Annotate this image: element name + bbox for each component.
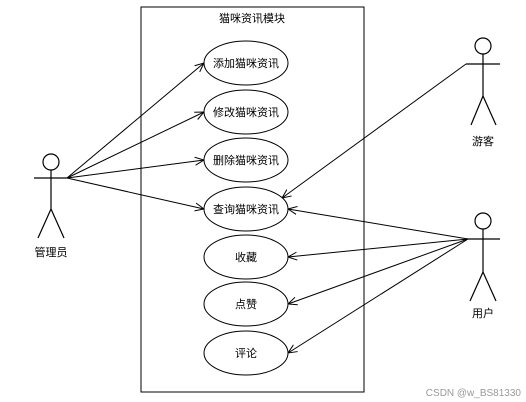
association-user-fav (288, 238, 469, 257)
actor-head (474, 212, 492, 230)
use-case-comment[interactable]: 评论 (203, 330, 289, 376)
use-case-label: 评论 (235, 346, 257, 360)
association-guest-query (282, 63, 467, 198)
actor-user[interactable]: 用户 (466, 212, 500, 320)
system-boundary (140, 6, 365, 393)
association-user-comment (288, 238, 469, 353)
association-admin-edit (66, 112, 204, 179)
use-case-label: 修改猫咪资讯 (213, 105, 279, 119)
association-user-like (288, 238, 469, 304)
actor-label: 管理员 (35, 245, 68, 259)
actor-head (474, 37, 492, 55)
association-user-query (288, 209, 469, 240)
use-case-label: 删除猫咪资讯 (213, 153, 279, 167)
use-case-fav[interactable]: 收藏 (203, 234, 289, 280)
use-case-label: 点赞 (235, 298, 257, 311)
association-admin-add (66, 63, 204, 179)
use-case-delete[interactable]: 删除猫咪资讯 (203, 137, 289, 183)
use-case-add[interactable]: 添加猫咪资讯 (203, 40, 289, 86)
actor-label: 游客 (472, 134, 494, 148)
actor-admin[interactable]: 管理员 (34, 153, 68, 259)
use-case-label: 查询猫咪资讯 (213, 202, 279, 216)
watermark: CSDN @w_BS81330 (426, 388, 522, 399)
use-case-label: 添加猫咪资讯 (213, 56, 279, 70)
system-title: 猫咪资讯模块 (219, 12, 285, 25)
use-case-query[interactable]: 查询猫咪资讯 (203, 186, 289, 232)
actor-guest[interactable]: 游客 (466, 37, 500, 148)
use-case-edit[interactable]: 修改猫咪资讯 (203, 89, 289, 135)
use-case-like[interactable]: 点赞 (203, 281, 289, 327)
actor-head (42, 153, 60, 171)
association-admin-delete (66, 160, 204, 179)
actor-label: 用户 (472, 306, 494, 320)
use-case-label: 收藏 (235, 250, 257, 264)
association-admin-query (66, 177, 204, 209)
associations (66, 63, 469, 353)
